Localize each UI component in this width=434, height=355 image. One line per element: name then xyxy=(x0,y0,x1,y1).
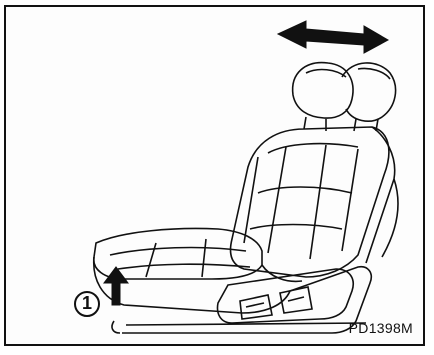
figure-frame: 1 PD1398M xyxy=(4,5,425,346)
figure-code-label: PD1398M xyxy=(348,320,413,336)
seat-illustration xyxy=(92,20,399,334)
headrest xyxy=(291,61,397,132)
double-headed-arrow-icon xyxy=(276,20,390,54)
seat-base xyxy=(111,265,373,334)
step-marker-1: 1 xyxy=(74,291,100,317)
power-seat-switches xyxy=(216,268,354,324)
seat-back xyxy=(229,126,399,278)
up-arrow-icon xyxy=(103,266,129,306)
